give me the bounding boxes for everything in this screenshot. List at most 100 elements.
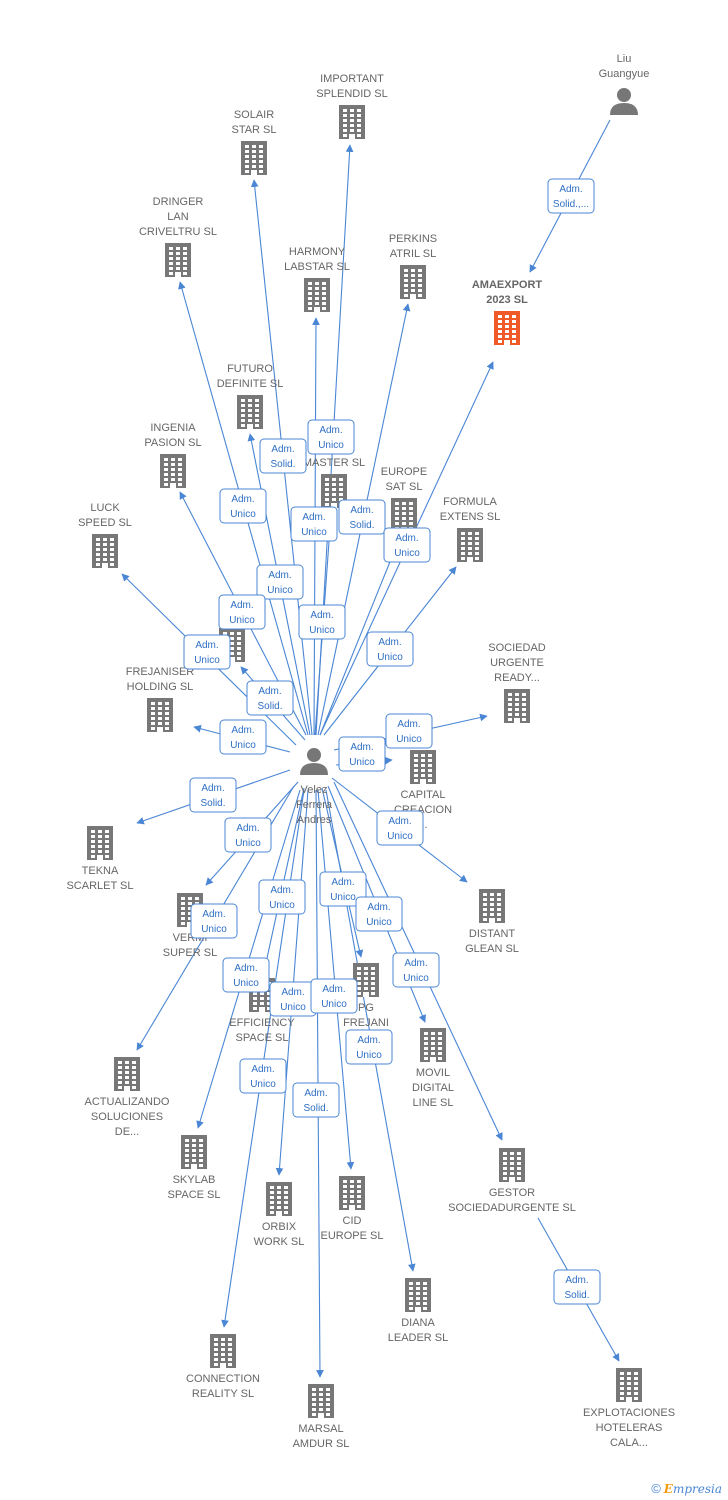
edge-label-box (310, 978, 358, 1014)
edge-label-text: Adm. (350, 742, 373, 753)
edge-label-luck[interactable]: Adm.Unico (183, 634, 231, 670)
edge-label-skylab[interactable]: Adm.Unico (222, 957, 270, 993)
node-sociedad[interactable]: SOCIEDADURGENTEREADY... (488, 642, 546, 723)
node-label: GESTOR (489, 1187, 535, 1199)
edge-label-text: Unico (267, 585, 293, 596)
building-icon (339, 105, 365, 139)
edge-label-text: Adm. (378, 637, 401, 648)
building-icon (241, 141, 267, 175)
edge-label-gestor[interactable]: Adm.Unico (392, 952, 440, 988)
edge-label-diana[interactable]: Adm.Unico (345, 1029, 393, 1065)
edge-label-actualizando[interactable]: Adm.Unico (190, 903, 238, 939)
edge-label-text: Unico (229, 615, 255, 626)
edge-label-text: Unico (301, 527, 327, 538)
building-icon (160, 454, 186, 488)
edge-label-efficiency[interactable]: Adm.Unico (258, 879, 306, 915)
node-capital[interactable]: CAPITALCREACION... (394, 750, 452, 831)
edge-label-movil[interactable]: Adm.Unico (355, 896, 403, 932)
edge-label-vermi[interactable]: Adm.Unico (224, 817, 272, 853)
edge-label-text: Adm. (281, 987, 304, 998)
edge-label-frejanig[interactable]: Adm.Unico (319, 871, 367, 907)
edge-label-sociedad[interactable]: Adm.Unico (385, 713, 433, 749)
edge-label-solair[interactable]: Adm.Solid. (259, 438, 307, 474)
edge-label-box (553, 1269, 601, 1305)
edge-label-master[interactable]: Adm.Unico (298, 604, 346, 640)
node-label: FREJANISER (126, 666, 195, 678)
node-skylab[interactable]: SKYLAB SPACE SL (168, 1135, 221, 1201)
edge-label-frejaniser[interactable]: Adm.Unico (219, 719, 267, 755)
edge-label-distant[interactable]: Adm.Unico (376, 810, 424, 846)
building-icon (400, 265, 426, 299)
node-label: SKYLAB (173, 1174, 216, 1186)
edge-label-capital[interactable]: Adm.Unico (338, 736, 386, 772)
edge-label-text: Unico (250, 1079, 276, 1090)
node-europesat[interactable]: EUROPE SAT SL (381, 466, 427, 532)
node-label: SPACE SL (168, 1189, 221, 1201)
node-gestor[interactable]: GESTOR SOCIEDADURGENTE SL (448, 1148, 576, 1214)
edge-label-tekna[interactable]: Adm.Solid. (189, 777, 237, 813)
edge-label-important[interactable]: Adm.Unico (307, 419, 355, 455)
edge-label-box (219, 719, 267, 755)
edge-label-orbix[interactable]: Adm.Unico (269, 981, 317, 1017)
edge-label-marsal[interactable]: Adm.Solid. (292, 1082, 340, 1118)
edge-label-box (224, 817, 272, 853)
edge-label-wonder[interactable]: Adm.Solid. (246, 680, 294, 716)
edge-label-ingenia[interactable]: Adm.Unico (218, 594, 266, 630)
building-icon (405, 1278, 431, 1312)
node-label: Ferrera (296, 799, 333, 811)
edge-label-text: Solid.,... (553, 199, 589, 210)
building-icon (339, 1176, 365, 1210)
building-icon (165, 243, 191, 277)
edge-label-harmony[interactable]: Adm. Unico (290, 506, 338, 542)
node-label: TEKNA (82, 865, 119, 877)
edge-label-text: Adm. (302, 512, 325, 523)
edge-label-futuro[interactable]: Adm.Unico (256, 564, 304, 600)
building-icon (114, 1057, 140, 1091)
edge-label-cid[interactable]: Adm.Unico (310, 978, 358, 1014)
edge-label-perkins[interactable]: Adm.Solid. (338, 499, 386, 535)
edge-label-europesat[interactable]: Adm.Unico (383, 527, 431, 563)
edge-label-connection[interactable]: Adm.Unico (239, 1058, 287, 1094)
edge-label-box (547, 178, 595, 214)
footer-brand[interactable]: © Empresia (651, 1481, 722, 1496)
node-label: SUPER SL (163, 947, 217, 959)
edge-label-formula[interactable]: Adm.Unico (366, 631, 414, 667)
node-label: MASTER SL (303, 457, 365, 469)
edge-label-text: Unico (230, 740, 256, 751)
node-actualizando[interactable]: ACTUALIZANDOSOLUCIONESDE... (85, 1057, 170, 1138)
node-explotaciones[interactable]: EXPLOTACIONESHOTELERASCALA... (583, 1368, 675, 1449)
node-label: SAT SL (386, 481, 423, 493)
edge-label-explotaciones[interactable]: Adm.Solid. (553, 1269, 601, 1305)
edge-label-text: Unico (387, 831, 413, 842)
edge-label-text: Adm. (319, 425, 342, 436)
node-label: LEADER SL (388, 1332, 449, 1344)
node-label: EUROPE (381, 466, 427, 478)
node-label: SOCIEDADURGENTE SL (448, 1202, 576, 1214)
node-frejanig[interactable]: PGFREJANIGR... (343, 963, 389, 1044)
edge-label-text: Adm. (310, 610, 333, 621)
edge-label-amaexport[interactable]: Adm.Solid.,... (547, 178, 595, 214)
node-label: IMPORTANT (320, 73, 384, 85)
edge-label-dringer[interactable]: Adm.Unico (219, 488, 267, 524)
